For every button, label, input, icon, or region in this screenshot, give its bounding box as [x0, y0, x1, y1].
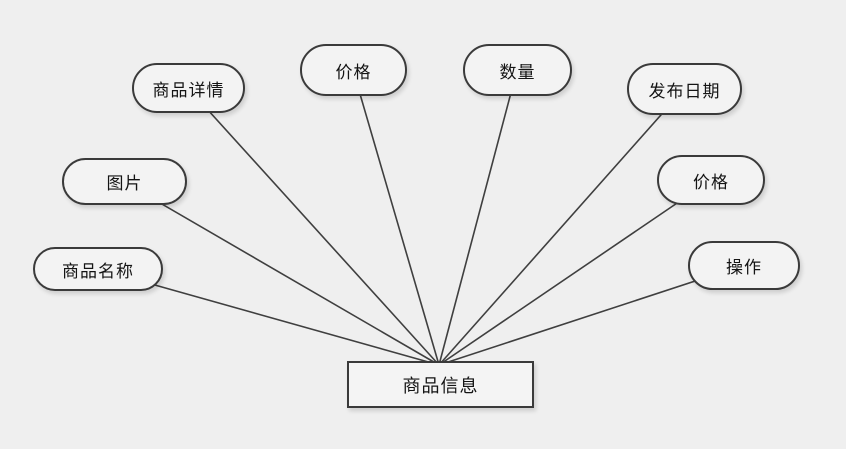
connector-line-image — [123, 181, 440, 366]
attribute-label: 数量 — [499, 62, 536, 82]
attribute-label: 价格 — [693, 172, 729, 192]
attribute-node-price-top[interactable]: 价格 — [300, 44, 407, 96]
entity-node-product-info[interactable]: 商品信息 — [347, 361, 534, 408]
connector-line-price-top — [352, 69, 440, 366]
attribute-label: 图片 — [106, 174, 143, 193]
attribute-node-price-right[interactable]: 价格 — [657, 155, 765, 205]
attribute-node-quantity[interactable]: 数量 — [463, 44, 572, 96]
attribute-node-product-name[interactable]: 商品名称 — [33, 247, 163, 291]
attribute-node-product-detail[interactable]: 商品详情 — [132, 63, 245, 113]
attribute-label: 发布日期 — [648, 81, 721, 101]
attribute-node-release-date[interactable]: 发布日期 — [627, 63, 742, 115]
connector-line-release-date — [438, 88, 685, 366]
attribute-label: 商品详情 — [152, 80, 225, 100]
connector-line-product-detail — [187, 87, 440, 366]
attribute-label: 价格 — [335, 62, 372, 82]
attribute-node-operation[interactable]: 操作 — [688, 241, 800, 290]
attribute-label: 商品名称 — [62, 261, 134, 281]
attribute-node-image[interactable]: 图片 — [62, 158, 187, 205]
connector-line-price-right — [438, 179, 712, 366]
entity-label: 商品信息 — [402, 375, 479, 396]
attribute-label: 操作 — [726, 258, 762, 277]
connector-line-quantity — [438, 69, 518, 366]
